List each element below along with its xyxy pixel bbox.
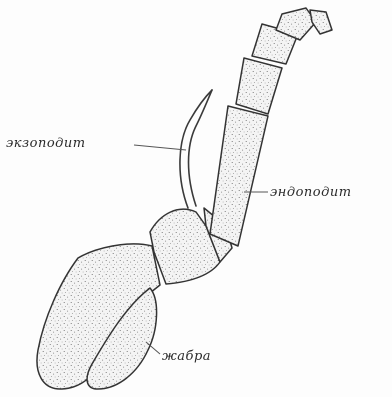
label-endopodite: эндоподит	[270, 185, 352, 200]
label-exopodite: экзоподит	[6, 136, 86, 151]
exopodite-branch	[180, 90, 212, 208]
endopodite-tip	[310, 10, 332, 34]
endopodite	[210, 8, 332, 246]
label-gill: жабра	[162, 349, 211, 364]
endopodite-segment-2	[236, 58, 282, 114]
gill	[37, 244, 160, 389]
exopodite-leader	[134, 145, 186, 150]
exopodite-branch-inner	[189, 90, 213, 206]
exopodite	[180, 90, 212, 208]
endopodite-segment-1	[210, 106, 268, 246]
